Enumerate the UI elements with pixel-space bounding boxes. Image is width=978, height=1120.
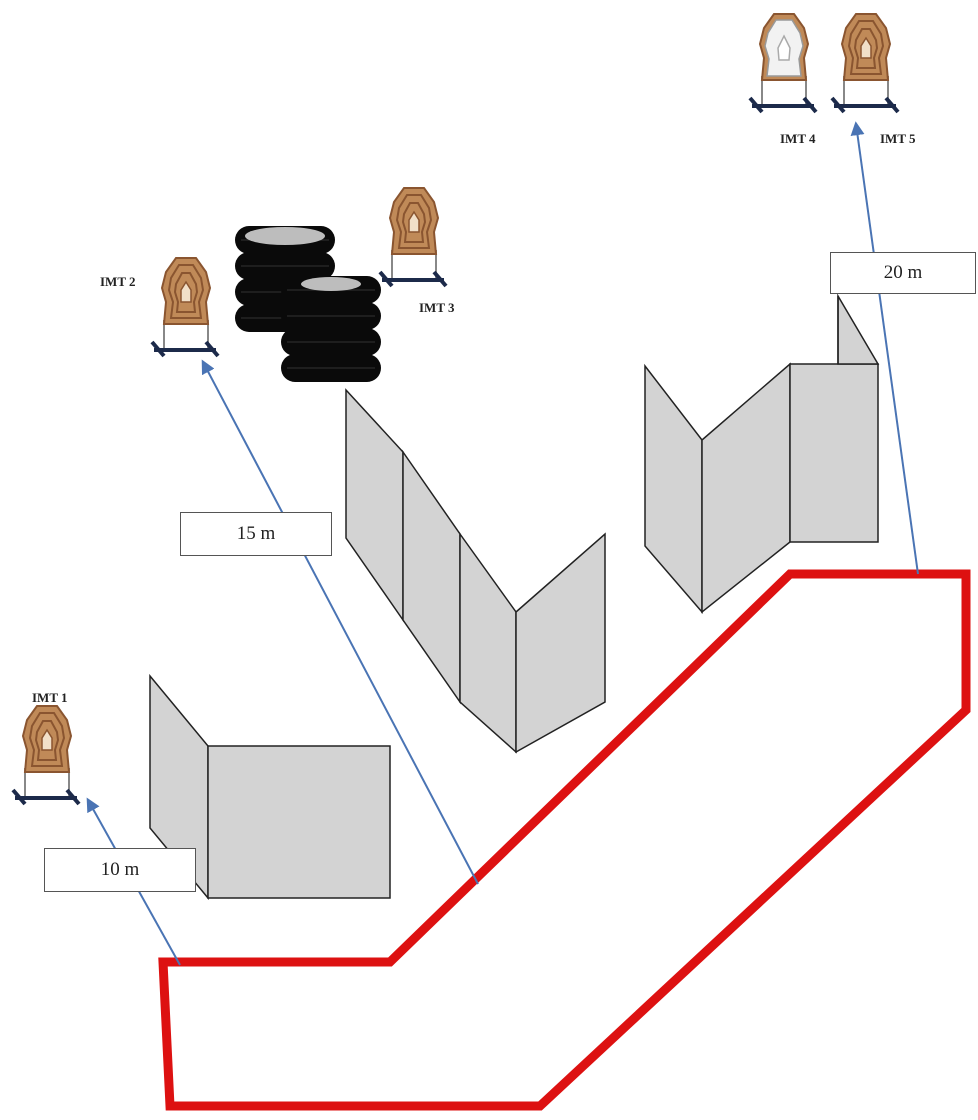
wall-center bbox=[345, 388, 606, 754]
distance-label-10m: 10 m bbox=[44, 848, 196, 892]
imt4-label: IMT 4 bbox=[780, 131, 816, 146]
imt5-label: IMT 5 bbox=[880, 131, 916, 146]
imt2-label: IMT 2 bbox=[100, 274, 136, 289]
distance-label-15m: 15 m bbox=[180, 512, 332, 556]
target-imt3 bbox=[378, 186, 448, 288]
distance-label-20m: 20 m bbox=[830, 252, 976, 294]
shooting-box bbox=[158, 569, 971, 1111]
target-imt1 bbox=[11, 704, 81, 806]
imt3-label: IMT 3 bbox=[419, 300, 455, 315]
target-imt2 bbox=[150, 256, 220, 358]
target-imt5 bbox=[830, 12, 900, 114]
wall-near-imt1 bbox=[149, 673, 391, 901]
imt1-label: IMT 1 bbox=[32, 690, 68, 705]
tire-stack-back bbox=[234, 225, 336, 333]
arrow-15m bbox=[201, 359, 479, 885]
wall-right bbox=[644, 293, 880, 615]
arrow-20m bbox=[850, 121, 919, 575]
target-imt4 bbox=[748, 12, 818, 114]
tire-stack-front bbox=[280, 275, 382, 383]
